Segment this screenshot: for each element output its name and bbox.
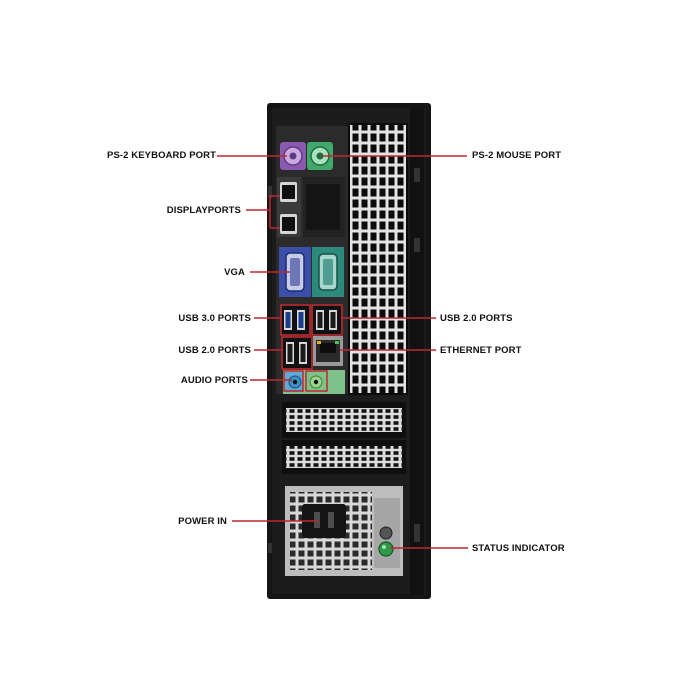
status-indicator-led bbox=[378, 526, 394, 557]
leader-lines bbox=[217, 155, 468, 549]
usb2-ports-lower bbox=[283, 338, 311, 368]
displayports bbox=[277, 177, 345, 237]
label-vga: VGA bbox=[224, 267, 245, 278]
label-usb3-ports: USB 3.0 PORTS bbox=[178, 313, 251, 324]
audio-ports bbox=[283, 370, 345, 394]
label-usb2-ports-right: USB 2.0 PORTS bbox=[440, 313, 513, 324]
label-status-indicator: STATUS INDICATOR bbox=[472, 543, 565, 554]
label-usb2-ports-left: USB 2.0 PORTS bbox=[178, 345, 251, 356]
label-displayports: DISPLAYPORTS bbox=[166, 205, 241, 216]
label-ethernet-port: ETHERNET PORT bbox=[440, 345, 522, 356]
highlight-boxes bbox=[280, 304, 343, 392]
power-in-socket bbox=[302, 504, 346, 538]
usb2-ports-upper bbox=[313, 306, 341, 334]
serial-port bbox=[312, 247, 344, 297]
ps2-mouse-port bbox=[307, 142, 333, 170]
expansion-slots bbox=[282, 402, 406, 474]
vent-grille bbox=[348, 123, 408, 395]
label-ps2-mouse-port: PS-2 MOUSE PORT bbox=[472, 150, 562, 161]
label-audio-ports: AUDIO PORTS bbox=[180, 375, 248, 386]
label-ps2-keyboard-port: PS-2 KEYBOARD PORT bbox=[107, 150, 216, 161]
usb3-ports bbox=[281, 306, 309, 334]
ethernet-port bbox=[313, 336, 343, 366]
ps2-keyboard-port bbox=[280, 142, 306, 170]
label-power-in: POWER IN bbox=[178, 516, 227, 527]
